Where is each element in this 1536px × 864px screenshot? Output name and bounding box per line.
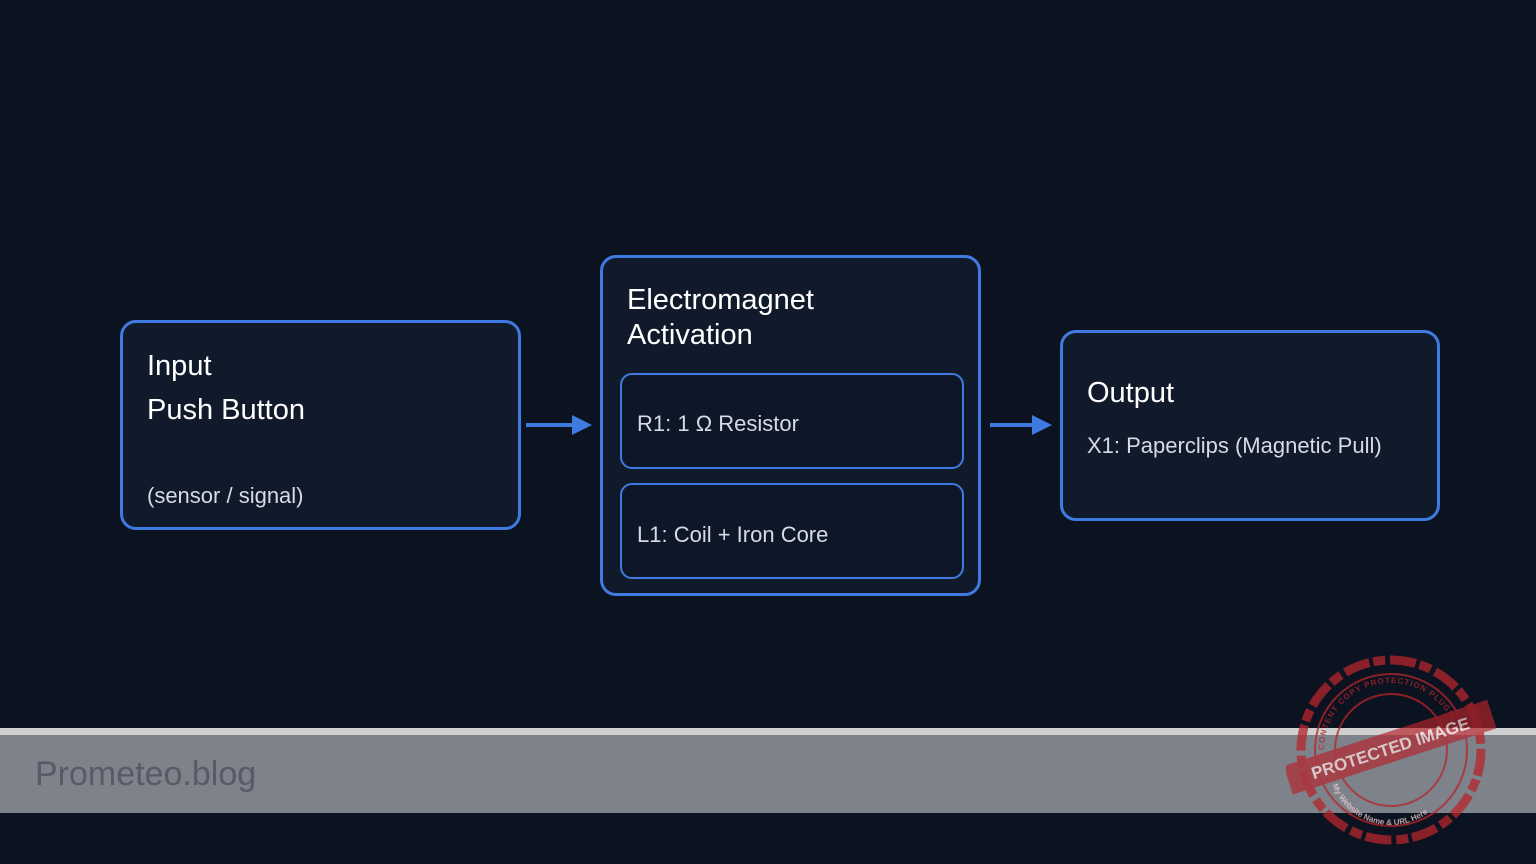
process-subtitle: Activation	[627, 319, 753, 351]
component-coil: L1: Coil + Iron Core	[620, 483, 964, 579]
footer-bar: Prometeo.blog	[0, 735, 1536, 813]
output-title: Output	[1087, 377, 1175, 409]
protected-image-stamp: CONTENT COPY PROTECTION PLUGIN My Websit…	[1286, 655, 1496, 845]
component-resistor: R1: 1 Ω Resistor	[620, 373, 964, 469]
arrow-input-to-process	[526, 413, 592, 437]
input-note: (sensor / signal)	[147, 483, 304, 508]
output-label: X1: Paperclips (Magnetic Pull)	[1087, 433, 1382, 458]
process-title: Electromagnet	[627, 284, 814, 316]
input-block: Input Push Button (sensor / signal)	[120, 320, 521, 530]
input-title: Input	[147, 350, 212, 382]
output-block: Output X1: Paperclips (Magnetic Pull)	[1060, 330, 1440, 521]
component-coil-label: L1: Coil + Iron Core	[637, 522, 829, 547]
arrow-process-to-output	[990, 413, 1052, 437]
footer-divider	[0, 728, 1536, 735]
process-block: Electromagnet Activation R1: 1 Ω Resisto…	[600, 255, 981, 596]
footer-brand[interactable]: Prometeo.blog	[35, 755, 257, 793]
component-resistor-label: R1: 1 Ω Resistor	[637, 411, 799, 436]
input-device-label: Push Button	[147, 394, 305, 426]
